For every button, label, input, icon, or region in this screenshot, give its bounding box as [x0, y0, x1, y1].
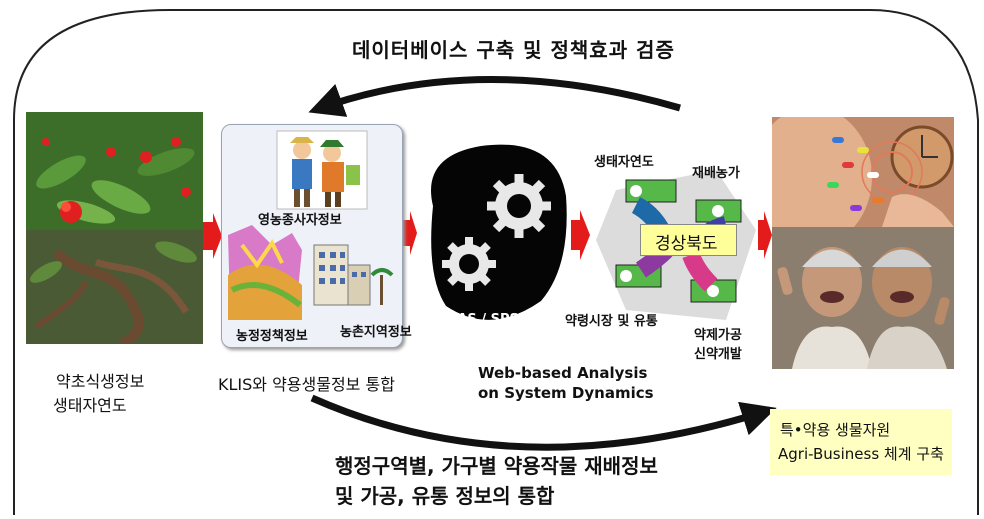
center-region-label: 경상북도	[655, 234, 718, 254]
label-process-line2: 신약개발	[694, 347, 742, 362]
klis-panel: 영농종사자정보 농정정책정보 농촌지역정보	[221, 124, 412, 348]
analysis-tool-label: SAS / SPSS	[448, 312, 528, 327]
top-cycle-title: 데이터베이스 구축 및 정책효과 검증	[352, 38, 675, 62]
analysis-caption-line2: on System Dynamics	[478, 384, 654, 402]
flow-arrow-3	[571, 210, 590, 260]
label-process-line1: 약제가공	[694, 328, 742, 343]
flow-arrow-2	[403, 211, 417, 255]
medicinal-plant-photo	[26, 112, 203, 344]
klis-caption: KLIS와 약용생물정보 통합	[218, 375, 395, 394]
elderly-women-photo	[772, 227, 954, 369]
label-eco-map: 생태자연도	[594, 155, 654, 170]
outer-frame	[13, 9, 979, 515]
medicine-face-photo	[772, 117, 954, 227]
analysis-caption-line1: Web-based Analysis	[478, 364, 648, 382]
label-farm-households: 재배농가	[692, 166, 740, 181]
label-village-info: 농촌지역정보	[340, 325, 412, 340]
label-farmer-info: 영농종사자정보	[258, 213, 342, 228]
source-caption-line2: 생태자연도	[53, 396, 127, 415]
bottom-cycle-arrow	[310, 394, 777, 451]
top-cycle-arrow	[308, 76, 681, 117]
bottom-cycle-title: 행정구역별, 가구별 약용작물 재배정보 및 가공, 유통 정보의 통합	[335, 454, 658, 508]
label-policy-info: 농정정책정보	[236, 329, 308, 344]
analysis-gears: SAS / SPSS	[421, 136, 571, 331]
gear-icon	[487, 174, 551, 238]
result-box: 특•약용 생물자원 Agri-Business 체계 구축	[770, 409, 952, 475]
center-region-box: 경상북도	[640, 224, 737, 256]
flow-arrow-1	[203, 213, 222, 259]
source-caption-line1: 약초식생정보	[56, 372, 145, 391]
flow-arrow-4	[758, 211, 772, 259]
label-herb-market: 약령시장 및 유통	[565, 314, 658, 329]
result-line2: Agri-Business 체계 구축	[778, 445, 944, 463]
result-line1: 특•약용 생물자원	[780, 421, 891, 439]
